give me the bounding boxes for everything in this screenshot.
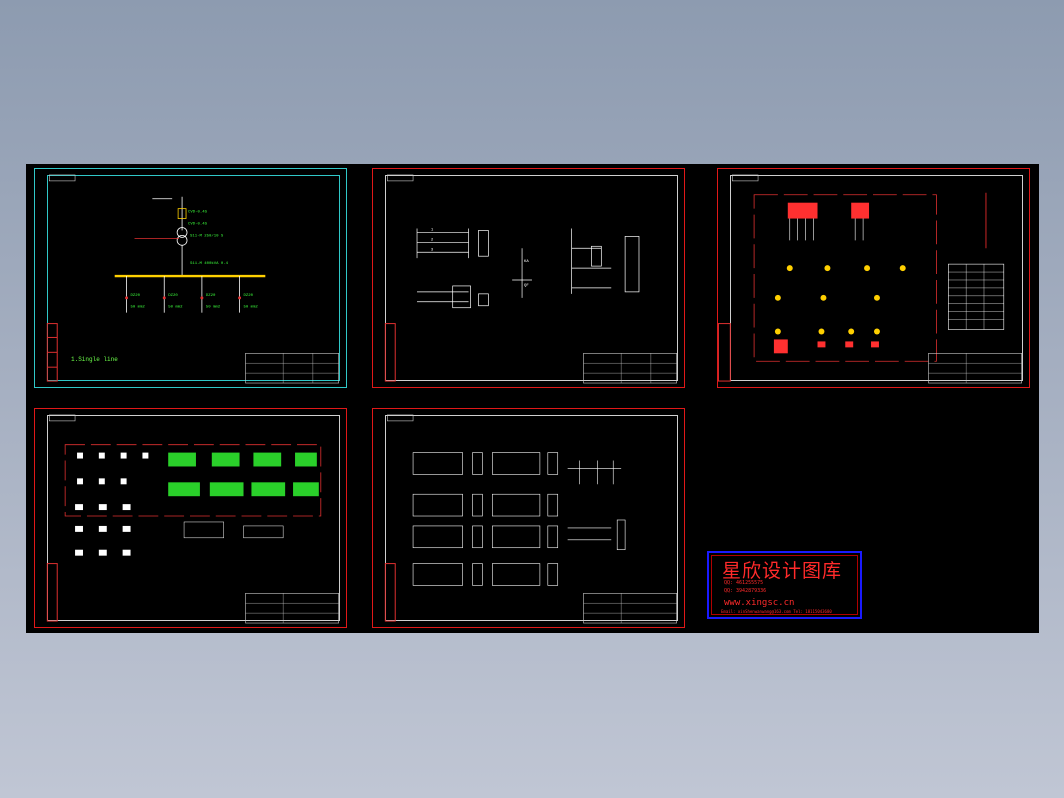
svg-text:CVD-0.4S: CVD-0.4S — [188, 211, 208, 215]
svg-text:DZ20: DZ20 — [131, 294, 141, 298]
svg-text:S11-M 400kVA 0.4: S11-M 400kVA 0.4 — [190, 261, 229, 266]
stamp-contact-1: QQ: 461255575 — [724, 580, 764, 586]
single-line-diagram: CVD-0.4S CVD-0.4S S11-M 250/10 S S11-M 400… — [46, 174, 339, 384]
drawing-sheet-5[interactable] — [372, 408, 685, 628]
cad-drawing-canvas[interactable]: CVD-0.4S CVD-0.4S S11-M 250/10 S S11-M 400… — [26, 164, 1039, 633]
svg-text:QF: QF — [524, 284, 529, 288]
stamp-footer: Email: xinShenwanwang@163.com Tel: 18115… — [721, 609, 832, 614]
svg-text:S11-M 250/10 S: S11-M 250/10 S — [190, 233, 224, 238]
drawing-sheet-2[interactable]: 1 2 3 KA QF — [372, 168, 685, 388]
stamp-website: www.xingsc.cn — [724, 598, 795, 608]
drawing-sheet-3[interactable] — [717, 168, 1030, 388]
drawing-sheet-1[interactable]: CVD-0.4S CVD-0.4S S11-M 250/10 S S11-M 400… — [34, 168, 347, 388]
stamp-contact-2: QQ: 3942879336 — [724, 588, 767, 594]
svg-text:DZ20: DZ20 — [244, 294, 254, 298]
svg-text:CVD-0.4S: CVD-0.4S — [188, 222, 208, 226]
panel-layout-diagram — [718, 174, 1022, 384]
svg-text:50 mm2: 50 mm2 — [206, 306, 221, 310]
svg-text:DZ20: DZ20 — [168, 294, 178, 298]
sheet-note: 1.Single line — [71, 356, 118, 363]
stamp-title: 星欣设计图库 — [722, 560, 843, 582]
secondary-circuit-diagram: 1 2 3 KA QF — [384, 174, 677, 384]
library-watermark-stamp: 星欣设计图库 QQ: 461255575 QQ: 3942879336 www.… — [707, 551, 862, 619]
svg-text:1: 1 — [431, 228, 434, 232]
svg-text:2: 2 — [431, 238, 434, 242]
drawing-sheet-4[interactable] — [34, 408, 347, 628]
component-layout-diagram — [46, 414, 339, 624]
svg-text:50 mm2: 50 mm2 — [244, 306, 259, 310]
svg-text:50 mm2: 50 mm2 — [131, 306, 146, 310]
svg-text:DZ20: DZ20 — [206, 294, 216, 298]
svg-text:3: 3 — [431, 248, 434, 252]
wiring-diagram — [384, 414, 677, 624]
svg-text:50 mm2: 50 mm2 — [168, 306, 183, 310]
svg-text:KA: KA — [524, 260, 529, 264]
